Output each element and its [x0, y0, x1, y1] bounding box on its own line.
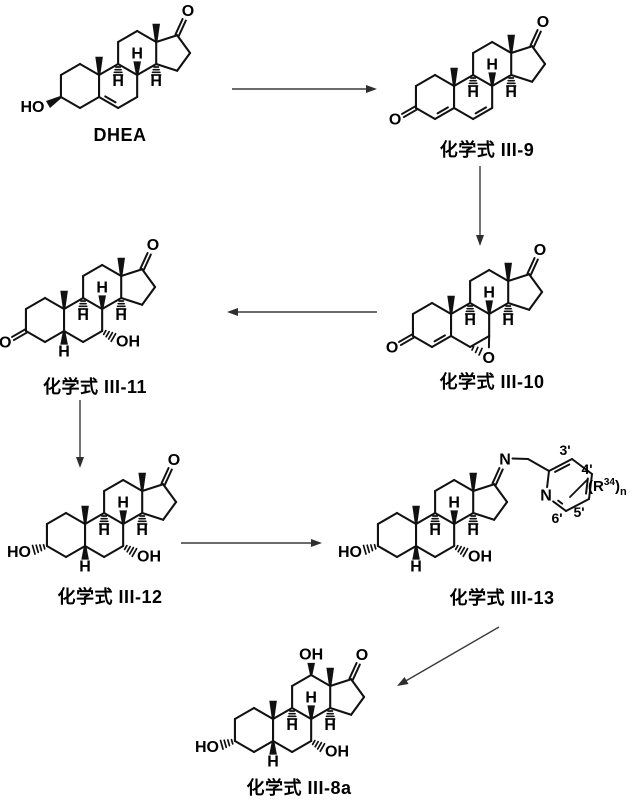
- h5-label: H: [58, 344, 70, 361]
- h9-label: H: [464, 312, 476, 329]
- c17-keto-label: O: [147, 237, 159, 254]
- arrow-iii13-to-iii8a: [397, 626, 500, 686]
- h9-label: H: [467, 84, 479, 101]
- h14-label: H: [150, 73, 162, 90]
- h5-label: H: [267, 754, 279, 771]
- h14-label: H: [136, 522, 148, 539]
- h9-label: H: [77, 307, 89, 324]
- c7-oh-label: OH: [325, 744, 349, 761]
- caption-iii13: 化学式 III-13: [449, 588, 555, 608]
- caption-dhea: DHEA: [93, 125, 147, 145]
- c3-oh-label: HO: [20, 99, 44, 116]
- h8-label: H: [448, 495, 460, 512]
- arrow-iii9-to-iii10: [476, 166, 484, 246]
- c7-oh-label: OH: [116, 334, 140, 351]
- h9-label: H: [112, 73, 124, 90]
- h9-label: H: [98, 522, 110, 539]
- h14-label: H: [502, 312, 514, 329]
- h8-label: H: [486, 57, 498, 74]
- r34-substituent-label: (R34)n: [588, 477, 627, 498]
- h8-label: H: [131, 46, 143, 63]
- arrow-iii10-to-iii11: [227, 308, 377, 316]
- c7-oh-label: OH: [468, 549, 492, 566]
- h8-label: H: [483, 285, 495, 302]
- caption-iii8a: 化学式 III-8a: [246, 778, 352, 798]
- pyridine-pos3-label: 3': [559, 442, 570, 458]
- c3-keto-label: O: [389, 112, 401, 129]
- h5-label: H: [410, 559, 422, 576]
- c3-oh-label: HO: [338, 544, 362, 561]
- c17-keto-label: O: [182, 3, 194, 20]
- c17-keto-label: O: [534, 242, 546, 259]
- c12-oh-label: OH: [299, 646, 323, 663]
- c3-oh-label: HO: [7, 544, 31, 561]
- caption-iii11: 化学式 III-11: [42, 377, 148, 397]
- c3-oh-label: HO: [195, 739, 219, 756]
- h8-label: H: [305, 690, 317, 707]
- h14-label: H: [505, 84, 517, 101]
- h5-label: H: [79, 559, 91, 576]
- pyridine-pos4-label: 4': [581, 461, 592, 477]
- h8-label: H: [96, 280, 108, 297]
- c7-oh-label: OH: [137, 549, 161, 566]
- arrow-iii11-to-iii12: [76, 400, 84, 468]
- h9-label: H: [286, 717, 298, 734]
- caption-iii10: 化学式 III-10: [439, 372, 545, 392]
- imine-n-label: N: [499, 452, 511, 469]
- epoxide-o-label: O: [483, 350, 495, 367]
- c17-keto-label: O: [168, 452, 180, 469]
- pyridine-pos5-label: 5': [573, 504, 584, 520]
- h14-label: H: [115, 307, 127, 324]
- h8-label: H: [117, 495, 129, 512]
- caption-iii12: 化学式 III-12: [57, 587, 163, 607]
- h14-label: H: [324, 717, 336, 734]
- c3-keto-label: O: [386, 340, 398, 357]
- h9-label: H: [429, 522, 441, 539]
- c17-keto-label: O: [356, 647, 368, 664]
- pyridine-n-label: N: [540, 488, 552, 505]
- c17-keto-label: O: [537, 14, 549, 31]
- c3-keto-label: O: [0, 335, 11, 352]
- caption-iii9: 化学式 III-9: [439, 140, 535, 160]
- arrow-dhea-to-iii9: [232, 85, 377, 93]
- arrow-iii12-to-iii13: [181, 539, 322, 547]
- pyridine-pos6-label: 6': [551, 510, 562, 526]
- h14-label: H: [467, 522, 479, 539]
